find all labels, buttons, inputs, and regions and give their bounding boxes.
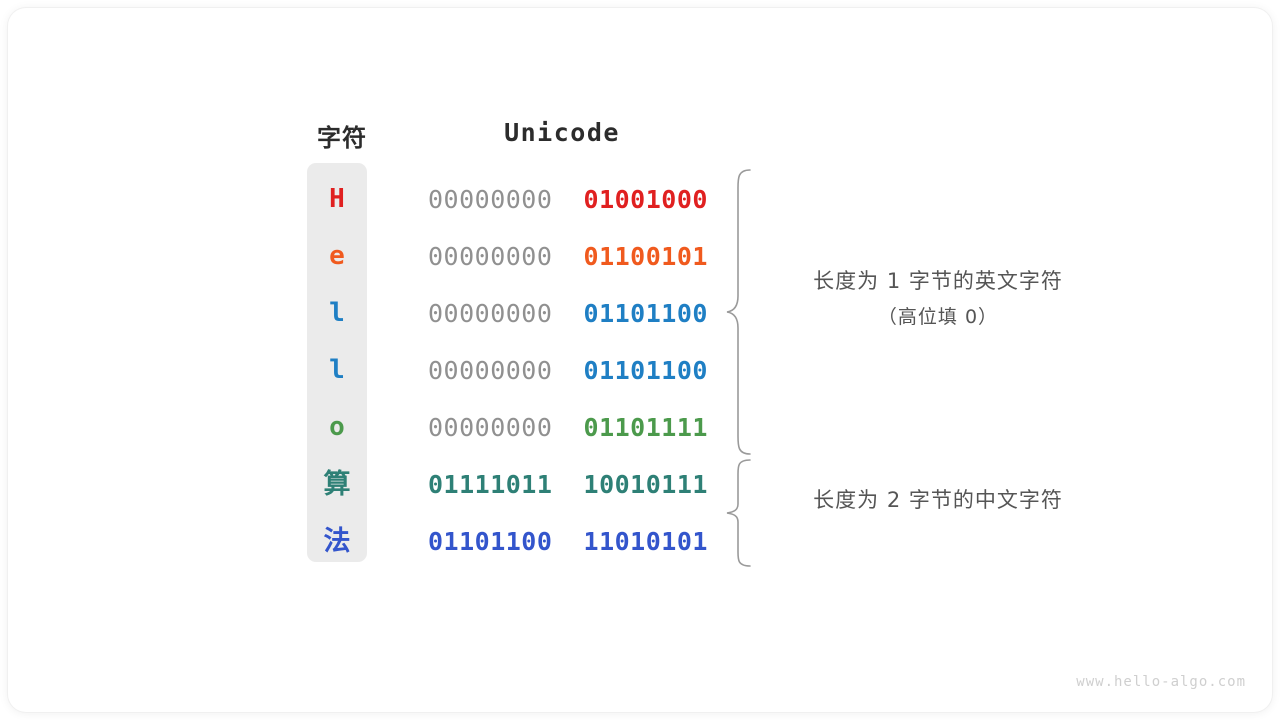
row-low-byte: 11010101 [583,527,708,556]
row-character: l [329,298,345,328]
table-row: l 00000000 01101100 [307,285,707,342]
row-low-byte: 10010111 [583,470,708,499]
row-high-byte: 00000000 [428,299,553,328]
row-character: 算 [323,469,351,500]
row-character: o [329,412,345,442]
row-unicode-bits: 00000000 01001000 [428,171,707,228]
byte-separator [552,356,583,385]
byte-separator [552,242,583,271]
row-low-byte: 01101111 [583,413,708,442]
column-header-unicode: Unicode [504,118,620,147]
watermark: www.hello-algo.com [1076,674,1246,690]
row-character: 法 [323,526,351,557]
annotation-chinese: 长度为 2 字节的中文字符 [768,482,1108,518]
row-character: e [329,241,345,271]
row-low-byte: 01001000 [583,185,708,214]
row-high-byte: 00000000 [428,413,553,442]
row-unicode-bits: 01101100 11010101 [428,513,707,570]
row-unicode-bits: 01111011 10010111 [428,456,707,513]
annotation-english: 长度为 1 字节的英文字符 （高位填 0） [768,263,1108,335]
row-high-byte: 01101100 [428,527,553,556]
row-high-byte: 00000000 [428,185,553,214]
row-high-byte: 00000000 [428,242,553,271]
figure-card: 字符 Unicode H 00000000 01001000 e 00000000 0… [8,8,1272,712]
table-row: o 00000000 01101111 [307,399,707,456]
row-unicode-bits: 00000000 01101111 [428,399,707,456]
table-row: e 00000000 01100101 [307,228,707,285]
row-unicode-bits: 00000000 01100101 [428,228,707,285]
row-unicode-bits: 00000000 01101100 [428,342,707,399]
unicode-encoding-diagram: 字符 Unicode H 00000000 01001000 e 00000000 0… [8,8,1272,712]
byte-separator [552,413,583,442]
byte-separator [552,185,583,214]
row-unicode-bits: 00000000 01101100 [428,285,707,342]
row-high-byte: 01111011 [428,470,553,499]
byte-separator [552,299,583,328]
annotation-chinese-line1: 长度为 2 字节的中文字符 [813,488,1063,512]
column-header-character: 字符 [317,125,367,152]
brace-english-characters [724,168,754,456]
table-row: l 00000000 01101100 [307,342,707,399]
row-character: l [329,355,345,385]
row-low-byte: 01101100 [583,356,708,385]
table-row: H 00000000 01001000 [307,171,707,228]
row-high-byte: 00000000 [428,356,553,385]
brace-chinese-characters [724,458,754,568]
row-low-byte: 01100101 [583,242,708,271]
byte-separator [552,470,583,499]
table-row: 法 01101100 11010101 [307,513,708,570]
annotation-english-line1: 长度为 1 字节的英文字符 [813,269,1063,293]
annotation-english-line2: （高位填 0） [877,306,999,328]
character-column-background [307,163,367,562]
byte-separator [552,527,583,556]
row-character: H [329,184,345,214]
table-row: 算 01111011 10010111 [307,456,708,513]
row-low-byte: 01101100 [583,299,708,328]
